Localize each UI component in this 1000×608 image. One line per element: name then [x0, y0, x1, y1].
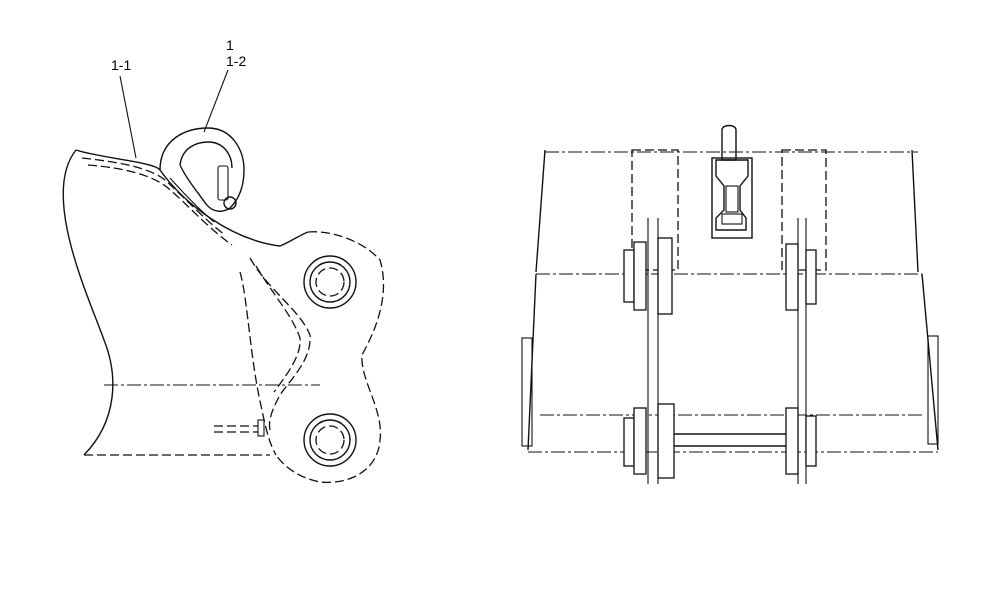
left-bracket-lines — [647, 218, 659, 484]
callout-1-1: 1-1 — [111, 57, 132, 73]
side-view — [62, 69, 385, 484]
liner-plate-inner — [87, 164, 233, 246]
lifting-hook — [159, 127, 245, 223]
upper-pin-boss — [303, 255, 357, 309]
left-boss-plate — [631, 149, 679, 271]
bolt-detail — [214, 425, 258, 433]
left-side-plate — [521, 337, 533, 447]
callout-1-2: 1-2 — [226, 53, 247, 69]
bucket-shell-outline — [75, 149, 309, 247]
right-side-plate — [927, 335, 939, 445]
liner-plate-outer — [81, 157, 226, 236]
front-left-edge — [535, 149, 546, 273]
boss-plate-outline — [275, 231, 385, 484]
front-view — [521, 124, 939, 484]
front-right-edge — [911, 149, 919, 273]
right-boss-plate — [781, 149, 827, 271]
lower-pin-boss — [303, 413, 357, 467]
upper-left-hub — [623, 237, 673, 315]
hook-front-view — [711, 124, 753, 239]
boss-plate-inner-edge-2 — [249, 257, 311, 431]
lower-left-hub — [623, 403, 675, 479]
lower-pin-shaft — [674, 433, 786, 447]
upper-right-hub — [785, 243, 817, 311]
bolt-head — [257, 419, 265, 437]
callout-1: 1 — [226, 37, 234, 53]
leader-1-2 — [203, 69, 229, 133]
right-bracket-lines — [797, 218, 807, 484]
lower-right-hub — [785, 407, 817, 475]
boss-plate-inner-edge — [239, 271, 277, 456]
leader-1-1 — [119, 75, 137, 159]
bucket-shell-left-curve — [62, 149, 114, 456]
boss-plate-inner-edge-3 — [255, 265, 301, 393]
front-lower-right-edge — [921, 273, 939, 451]
